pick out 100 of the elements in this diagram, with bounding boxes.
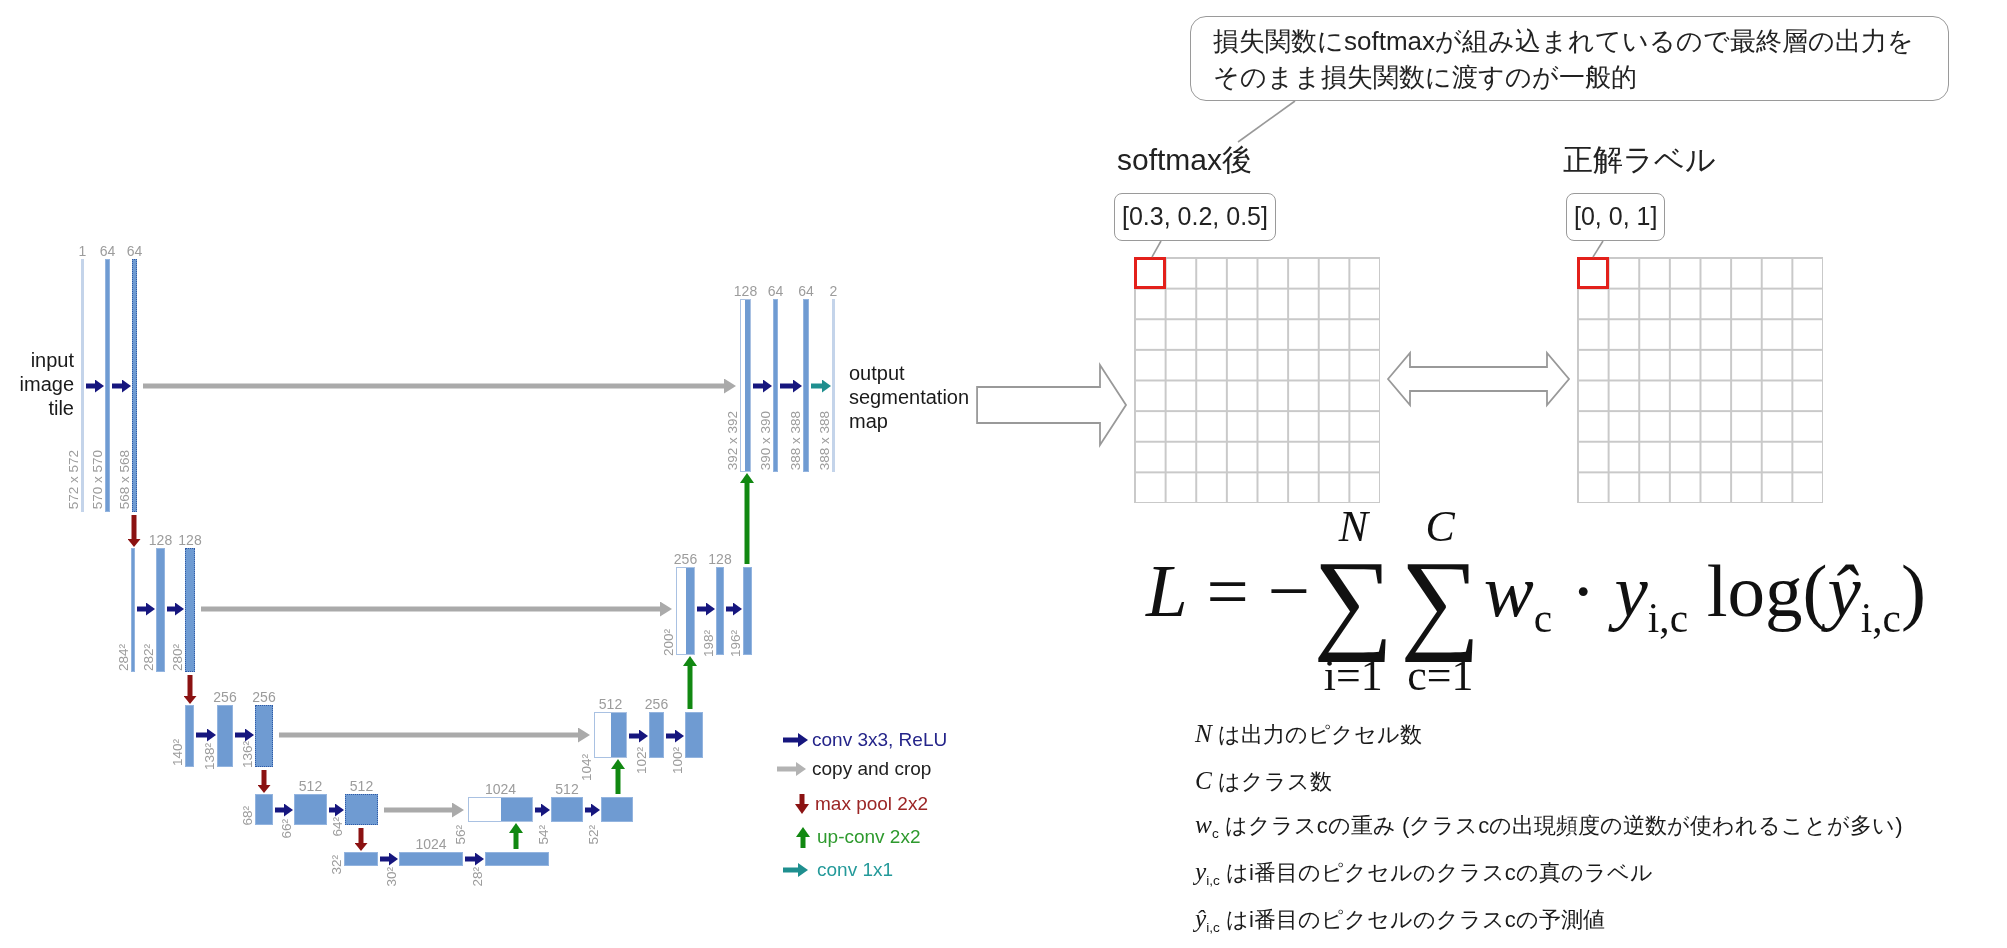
- arrow: [86, 379, 104, 393]
- size-label: 138²: [203, 742, 217, 770]
- callout-bubble: [0, 0, 1]: [1566, 193, 1666, 241]
- size-label: 100²: [671, 746, 685, 774]
- channel-count: 128: [733, 284, 758, 299]
- definition-text: C はクラス数: [1195, 765, 1332, 796]
- channel-count: 2: [829, 284, 838, 299]
- arrow: [235, 728, 254, 742]
- size-label: 196²: [729, 629, 743, 657]
- size-label: 140²: [171, 738, 185, 766]
- caption-text: input image tile: [19, 348, 74, 420]
- channel-count: 128: [148, 533, 173, 548]
- size-label: 66²: [280, 819, 294, 839]
- size-label: 392 x 392: [726, 410, 740, 470]
- legend-label: conv 3x3, ReLU: [812, 729, 948, 751]
- grid: [1577, 257, 1823, 503]
- arrow: [611, 759, 625, 794]
- size-label: 102²: [635, 746, 649, 774]
- highlighted-cell: [1577, 257, 1609, 289]
- channel-count: 64: [798, 284, 814, 299]
- arrow: [137, 602, 155, 616]
- channel-count: 256: [252, 690, 276, 705]
- arrow: [275, 803, 293, 817]
- arrow: [196, 728, 216, 742]
- arrow: [629, 729, 648, 743]
- arrow: [740, 473, 754, 564]
- arrow: [380, 852, 398, 866]
- size-label: 200²: [662, 628, 676, 656]
- size-label: 32²: [330, 855, 344, 875]
- arrow: [257, 770, 271, 793]
- channel-count: 1024: [415, 837, 447, 852]
- arrow: [127, 515, 141, 547]
- arrow: [683, 656, 697, 709]
- channel-count: 256: [673, 552, 698, 567]
- arrow: [697, 602, 715, 616]
- size-label: 68²: [241, 806, 255, 826]
- size-label: 284²: [117, 643, 131, 671]
- double-block-arrow: [1386, 350, 1571, 408]
- legend-label: max pool 2x2: [815, 793, 928, 815]
- size-label: 568 x 568: [118, 449, 132, 509]
- arrow: [384, 802, 464, 818]
- size-label: 52²: [587, 825, 601, 845]
- size-label: 64²: [331, 817, 345, 837]
- definition-text: w$_{c}$ はクラスcの重み (クラスcの出現頻度の逆数が使われることが多い): [1195, 809, 1903, 844]
- arrow: [201, 601, 672, 617]
- channel-count: 64: [99, 244, 116, 259]
- arrow: [329, 803, 344, 817]
- arrow: [585, 803, 600, 817]
- channel-count: 512: [298, 779, 323, 794]
- channel-count: 1024: [484, 782, 517, 797]
- arrow: [666, 729, 684, 743]
- definition-text: y$_{i,c}$ はi番目のピクセルのクラスcの真のラベル: [1195, 856, 1653, 891]
- arrow: [112, 379, 131, 393]
- arrow: [811, 379, 831, 393]
- legend-label: conv 1x1: [817, 859, 894, 881]
- channel-count: 1: [78, 244, 87, 259]
- arrow: [354, 828, 368, 851]
- speech-bubble: 損失関数にsoftmaxが組み込まれているので最終層の出力をそのまま損失関数に渡すのが一般的: [1190, 16, 1949, 101]
- leader-line: [1592, 240, 1604, 258]
- size-label: 280²: [171, 643, 185, 671]
- legend-label: up-conv 2x2: [817, 826, 921, 848]
- arrow: [465, 852, 484, 866]
- channel-count: 256: [644, 697, 669, 712]
- grid-heading: 正解ラベル: [1563, 142, 1716, 178]
- channel-count: 256: [213, 690, 237, 705]
- channel-count: 512: [598, 697, 623, 712]
- size-label: 572 x 572: [67, 449, 81, 509]
- size-label: 28²: [471, 867, 485, 887]
- size-label: 136²: [241, 740, 255, 768]
- size-label: 56²: [454, 825, 468, 845]
- size-label: 388 x 388: [818, 410, 832, 470]
- definition-text: ŷ$_{i,c}$ はi番目のピクセルのクラスcの予測値: [1195, 903, 1605, 938]
- size-label: 570 x 570: [91, 449, 105, 509]
- highlighted-cell: [1134, 257, 1166, 289]
- grid: [1134, 257, 1380, 503]
- size-label: 390 x 390: [759, 410, 773, 470]
- arrow: [183, 675, 197, 704]
- channel-count: 64: [767, 284, 784, 299]
- arrow: [753, 379, 772, 393]
- arrow: [780, 379, 802, 393]
- size-label: 30²: [385, 867, 399, 887]
- legend-label: copy and crop: [812, 758, 932, 780]
- size-label: 198²: [702, 629, 716, 657]
- channel-count: 128: [178, 533, 202, 548]
- channel-count: 512: [555, 782, 579, 797]
- leader-line: [1237, 100, 1296, 143]
- size-label: 388 x 388: [789, 410, 803, 470]
- grid-heading: softmax後: [1117, 142, 1253, 178]
- channel-count: 128: [708, 552, 732, 567]
- definition-text: N は出力のピクセル数: [1195, 718, 1422, 749]
- size-label: 104²: [580, 753, 594, 781]
- channel-count: 64: [126, 244, 143, 259]
- arrow: [535, 803, 550, 817]
- arrow: [143, 378, 736, 394]
- arrow: [509, 823, 523, 849]
- arrow: [726, 602, 742, 616]
- arrow: [279, 727, 590, 743]
- channel-count: 512: [349, 779, 374, 794]
- size-label: 282²: [142, 643, 156, 671]
- leader-line: [1151, 240, 1162, 258]
